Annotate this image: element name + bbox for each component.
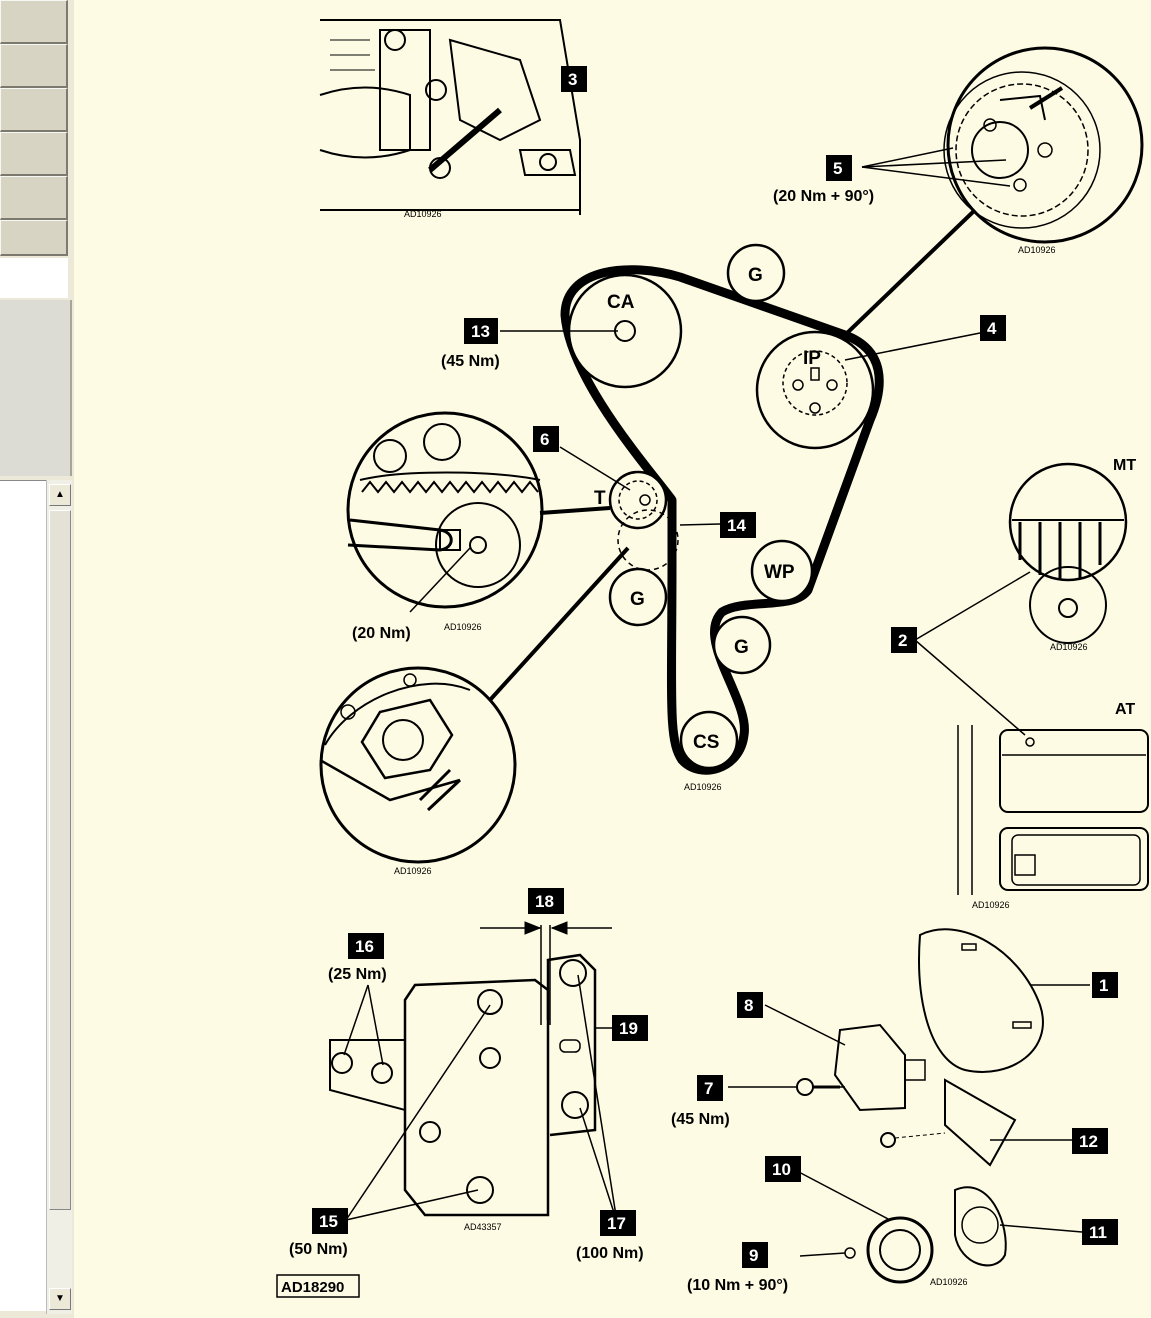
belt-code-label: AD10926 [684, 782, 722, 792]
callout-7: 7 [697, 1075, 723, 1101]
timing-belt-diagram: AD10926 AD10926 CA IP G WP G [276, 19, 1149, 1298]
torque-label-7: (45 Nm) [671, 1111, 730, 1128]
sidebar: ▲ ▼ [0, 0, 74, 1318]
scroll-up-icon[interactable]: ▲ [49, 484, 71, 506]
pulley-label-t: T [594, 488, 606, 509]
torque-label-5: (20 Nm + 90°) [773, 188, 874, 205]
callout-3: 3 [561, 66, 587, 92]
parts-code-label: AD10926 [930, 1277, 968, 1287]
callout-2: 2 [891, 627, 917, 653]
callout-14: 14 [720, 512, 756, 538]
pulley-label-g: G [748, 265, 763, 286]
callout-16: 16 [348, 933, 384, 959]
sidebar-tab-4[interactable] [0, 132, 68, 176]
callout-4: 4 [980, 315, 1006, 341]
torque-label-17: (100 Nm) [576, 1245, 644, 1262]
nut-code-label: AD10926 [394, 866, 432, 876]
svg-text:1: 1 [1099, 976, 1108, 995]
mount-code-label: AD43357 [464, 1222, 502, 1232]
callout-5: 5 [826, 155, 852, 181]
guide-pulley-right: G [712, 615, 772, 675]
sidebar-tab-3[interactable] [0, 88, 68, 132]
callout-10: 10 [765, 1156, 801, 1182]
tensioner-code-label: AD10926 [444, 622, 482, 632]
sidebar-tab-6[interactable] [0, 220, 68, 256]
leader-lines [409, 147, 1031, 736]
callout-1: 1 [1092, 972, 1118, 998]
figure-code: AD18290 [276, 1274, 360, 1298]
svg-text:4: 4 [987, 319, 997, 338]
exploded-parts-detail [728, 928, 1090, 1284]
camshaft-sprocket-detail [943, 46, 1144, 244]
callout-6: 6 [533, 426, 559, 452]
pulley-label-g: G [630, 589, 645, 610]
water-pump-pulley: WP [750, 539, 814, 603]
callout-15: 15 [312, 1208, 348, 1234]
callout-19: 19 [612, 1015, 648, 1041]
automatic-transmission-detail [957, 725, 1149, 895]
svg-text:5: 5 [833, 159, 842, 178]
svg-text:2: 2 [898, 631, 907, 650]
torque-label-9: (10 Nm + 90°) [687, 1277, 788, 1294]
mt-code-label: AD10926 [1050, 642, 1088, 652]
crankshaft-pulley: CS [679, 710, 739, 770]
sidebar-tab-2[interactable] [0, 44, 68, 88]
svg-text:17: 17 [607, 1214, 626, 1233]
callout-11: 11 [1082, 1219, 1118, 1245]
svg-text:10: 10 [772, 1160, 791, 1179]
mt-label: MT [1113, 457, 1136, 474]
sidebar-input-area[interactable] [0, 258, 68, 298]
guide-pulley-top: G [726, 243, 786, 303]
camshaft-bracket-detail [319, 19, 581, 215]
engine-mount-detail [329, 921, 618, 1223]
callout-13: 13 [464, 318, 498, 344]
torque-label-15: (50 Nm) [289, 1241, 348, 1258]
svg-text:16: 16 [355, 937, 374, 956]
sidebar-tab-5[interactable] [0, 176, 68, 220]
scroll-down-icon[interactable]: ▼ [49, 1288, 71, 1310]
svg-text:14: 14 [727, 516, 746, 535]
pulley-label-g: G [734, 637, 749, 658]
tensioner-detail [346, 411, 544, 609]
pulley-label-wp: WP [764, 562, 795, 583]
guide-pulley-left: G [608, 567, 668, 627]
at-label: AT [1115, 701, 1135, 718]
svg-text:11: 11 [1089, 1223, 1107, 1242]
svg-text:9: 9 [749, 1246, 758, 1265]
callout-8: 8 [737, 992, 763, 1018]
sprocket-code-label: AD10926 [1018, 245, 1056, 255]
svg-text:13: 13 [471, 322, 490, 341]
pulley-label-ca: CA [607, 292, 635, 313]
svg-text:7: 7 [704, 1079, 713, 1098]
torque-label-13: (45 Nm) [441, 353, 500, 370]
callout-12: 12 [1072, 1128, 1108, 1154]
callout-17: 17 [600, 1210, 636, 1236]
svg-text:12: 12 [1079, 1132, 1098, 1151]
sidebar-list[interactable] [0, 480, 46, 1311]
svg-text:AD18290: AD18290 [281, 1279, 344, 1296]
pulley-label-cs: CS [693, 732, 719, 753]
svg-text:8: 8 [744, 996, 753, 1015]
sidebar-tab-1[interactable] [0, 0, 68, 44]
vertical-scrollbar[interactable]: ▲ ▼ [46, 480, 72, 1314]
sidebar-panel [0, 300, 72, 476]
scroll-thumb[interactable] [49, 510, 71, 1210]
manual-transmission-detail [1008, 462, 1128, 644]
pulley-label-ip: IP [803, 348, 821, 369]
torque-label-16: (25 Nm) [328, 966, 387, 983]
at-code-label: AD10926 [972, 900, 1010, 910]
svg-text:15: 15 [319, 1212, 338, 1231]
tensioner-nut-detail [319, 666, 517, 864]
injection-pump-pulley: IP [755, 330, 875, 450]
svg-text:18: 18 [535, 892, 554, 911]
svg-text:3: 3 [568, 70, 577, 89]
detail-code-label: AD10926 [404, 209, 442, 219]
svg-text:19: 19 [619, 1019, 638, 1038]
callout-9: 9 [742, 1242, 768, 1268]
svg-text:6: 6 [540, 430, 549, 449]
callout-18: 18 [528, 888, 564, 914]
torque-label-6: (20 Nm) [352, 625, 411, 642]
